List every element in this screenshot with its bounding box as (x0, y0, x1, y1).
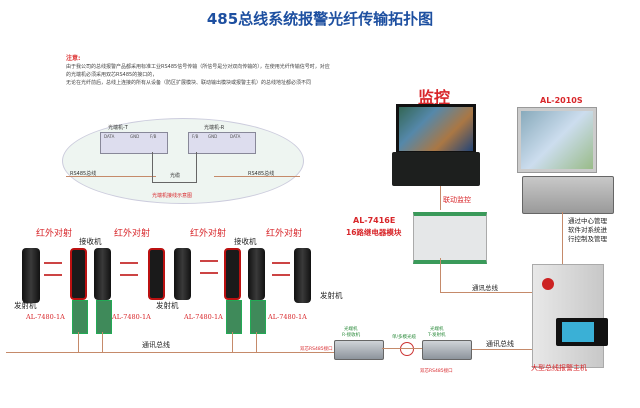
note-heading: 注意: (66, 55, 81, 62)
ir-label-4: 红外对射 (266, 229, 303, 239)
fiber-tx-name: 光端机 (430, 327, 444, 332)
rx-gnd: GND (208, 134, 218, 139)
diagram-title: 485总线系统报警光纤传输拓扑图 (206, 10, 434, 28)
transmitter (174, 248, 191, 300)
server-screen (518, 108, 596, 172)
note-body-2: 无论在光纤前后，总线上连接的所有从设备（防区扩展模块、联动输出模块或报警主机）的… (66, 80, 312, 86)
receiver (70, 248, 87, 300)
rx-label: 光端机-R (204, 125, 225, 131)
transmitter-label-1: 发射机 (14, 301, 37, 310)
transmitter (294, 248, 311, 303)
module-label-2: AL-7480-1A (112, 313, 151, 321)
wiring-caption: 光端机接线示意图 (152, 193, 193, 199)
bus-right-label: RS485总线 (248, 171, 275, 177)
comm-bus-host (472, 349, 532, 350)
zone-module (72, 300, 88, 334)
rx-fb: F/B (192, 134, 199, 139)
receiver (248, 248, 265, 300)
zone-module (250, 300, 266, 334)
rx-data: DATA (230, 134, 241, 139)
monitor-label: 监控 (418, 88, 451, 107)
fiber-receiver (334, 340, 384, 360)
zone-module (226, 300, 242, 334)
fiber-rx-sub: R-接收机 (342, 333, 361, 338)
tx-data: DATA (104, 134, 115, 139)
monitor-pc (392, 152, 480, 186)
bus-label-left: 通讯总线 (142, 341, 170, 349)
port-left-label: 双芯RS485接口 (300, 347, 333, 352)
ir-label-3: 红外对射 (190, 229, 227, 239)
transmitter-label-2: 发射机 (156, 301, 179, 310)
host-label: 大型总线报警主机 (531, 364, 587, 372)
receiver-label-1: 接收机 (79, 237, 102, 246)
bus-label-right: 通讯总线 (486, 340, 514, 348)
transmitter (22, 248, 40, 303)
fiber-label: 光缆 (170, 173, 181, 179)
server-desc-2: 软件对系统进 (568, 226, 607, 234)
tx-terminal-block (100, 132, 168, 154)
fiber-cable-label: 单/多模光缆 (392, 335, 417, 340)
relay-name: 16路继电器模块 (346, 228, 402, 237)
link-monitor-label: 联动监控 (443, 196, 471, 204)
port-right-label: 双芯RS485接口 (420, 369, 453, 374)
receiver (94, 248, 111, 300)
zone-module (96, 300, 112, 334)
module-label-4: AL-7480-1A (268, 313, 307, 321)
module-label-3: AL-7480-1A (184, 313, 223, 321)
tx-label: 光端机-T (108, 125, 128, 131)
ir-label-2: 红外对射 (114, 229, 151, 239)
transmitter (148, 248, 165, 300)
server-label: AL-2010S (540, 96, 583, 105)
ir-label-1: 红外对射 (36, 229, 73, 239)
fiber-cable-icon (400, 342, 414, 356)
monitor-screen (396, 104, 476, 154)
tx-fb: F/B (150, 134, 157, 139)
receiver-label-2: 接收机 (234, 237, 257, 246)
rx-terminal-block (188, 132, 256, 154)
bus-left-label: RS485总线 (70, 171, 97, 177)
server-pc (522, 176, 614, 214)
tx-gnd: GND (130, 134, 140, 139)
comm-bus-line (6, 352, 336, 353)
server-desc-3: 行控制及管理 (568, 235, 607, 243)
relay-module (413, 212, 487, 264)
host-logo-icon (542, 278, 554, 290)
note-body-1: 由于我公司的总线报警产品都采用标准工业RS485信号传输（所信号是分对双向传输的… (66, 64, 330, 78)
fiber-transmitter (422, 340, 472, 360)
fiber-tx-sub: T-发射机 (428, 333, 446, 338)
receiver (224, 248, 241, 300)
transmitter-label-3: 发射机 (320, 291, 343, 300)
module-label-1: AL-7480-1A (26, 313, 65, 321)
server-desc-1: 通过中心管理 (568, 217, 607, 225)
bus-label-relay: 通讯总线 (472, 284, 498, 292)
relay-model: AL-7416E (353, 216, 396, 225)
note-text: 注意: 由于我公司的总线报警产品都采用标准工业RS485信号传输（所信号是分对双向… (66, 55, 334, 87)
fiber-rx-name: 光端机 (344, 327, 358, 332)
